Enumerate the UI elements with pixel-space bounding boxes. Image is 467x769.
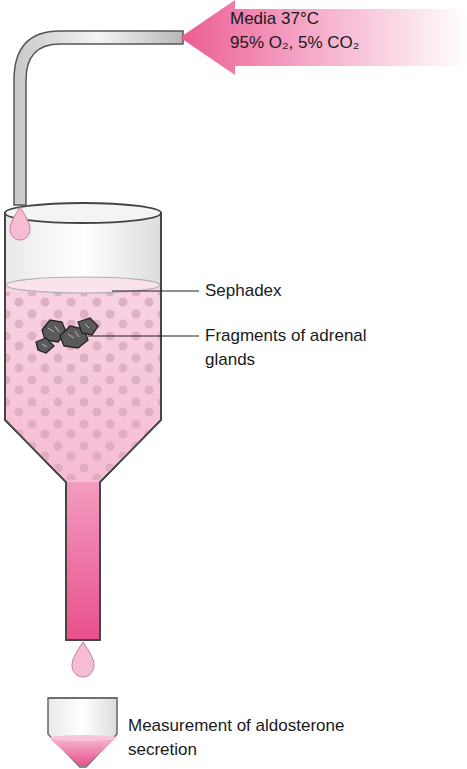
media-text: Media 37°C bbox=[230, 8, 319, 30]
part-label: Sephadex bbox=[205, 279, 405, 303]
measurement-label: Measurement of aldosterone secretion bbox=[128, 714, 378, 762]
part-label: Fragments of adrenal glands bbox=[205, 324, 395, 372]
media-arrow-box: Media 37°C95% O₂, 5% CO₂ bbox=[180, 0, 467, 75]
media-text: 95% O₂, 5% CO₂ bbox=[230, 32, 359, 54]
